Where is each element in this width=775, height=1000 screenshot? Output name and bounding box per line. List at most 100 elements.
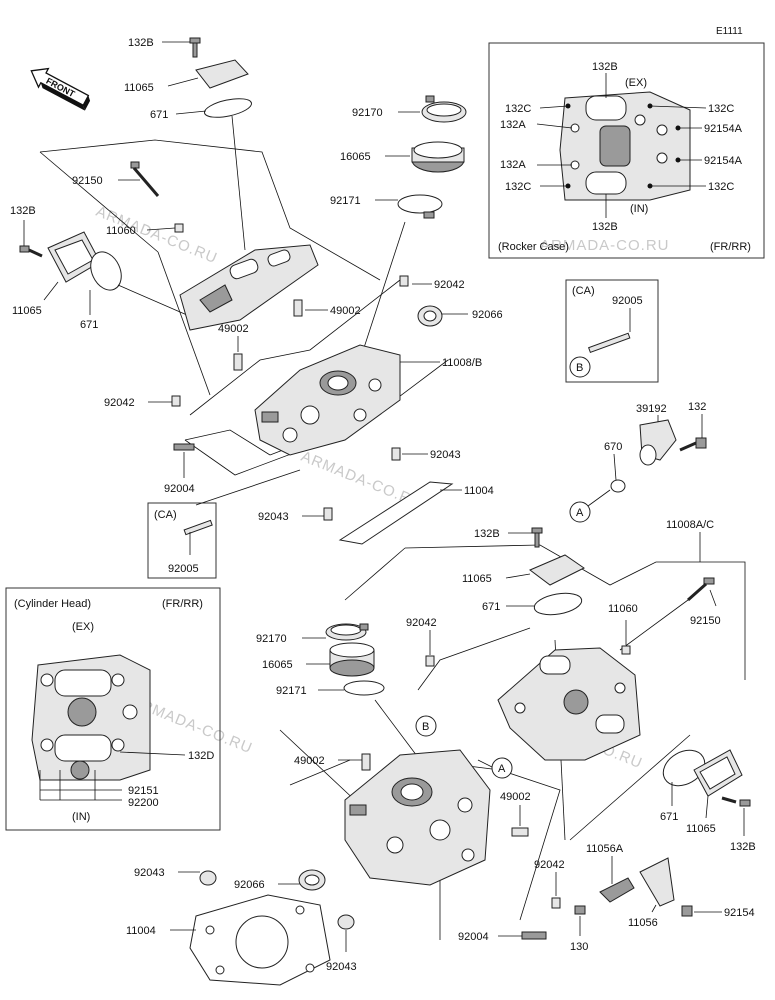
ref-B-circle-bottom — [415, 715, 437, 737]
label-49002-b: 49002 — [218, 323, 249, 335]
label-132B-br: 132B — [730, 841, 756, 853]
label-92066-bot: 92066 — [234, 879, 265, 891]
label-11060-r: 11060 — [608, 603, 638, 615]
label-92005-ca-top: 92005 — [612, 295, 643, 307]
label-92154A-rocker-2: 92154A — [704, 155, 743, 167]
label-130: 130 — [570, 941, 588, 953]
label-92043-top: 92043 — [430, 449, 461, 461]
label-132: 132 — [688, 401, 706, 413]
label-671-br: 671 — [660, 811, 678, 823]
ca-top-caption: (CA) — [572, 285, 595, 297]
label-132B-rocker-top: 132B — [592, 61, 618, 73]
rocker-case-in-label: (IN) — [630, 203, 648, 215]
cylinder-head-in-label: (IN) — [72, 811, 90, 823]
label-92150-top: 92150 — [72, 175, 103, 187]
gasket-11004-bottom — [189, 894, 331, 986]
cylinder-head-variant: (FR/RR) — [162, 598, 203, 610]
cylinder-head-bottom-drawing — [344, 749, 491, 886]
label-11004-bot: 11004 — [126, 925, 156, 937]
cylinder-head-ex-label: (EX) — [72, 621, 94, 633]
label-92170-bot: 92170 — [256, 633, 287, 645]
label-132B-mid: 132B — [474, 528, 500, 540]
label-92004-bot: 92004 — [458, 931, 489, 943]
diagram-code: E1111 — [716, 26, 743, 37]
ref-B-bottom: B — [422, 721, 429, 733]
label-132C-rocker-1: 132C — [505, 103, 531, 115]
label-132B-rocker-bottom: 132B — [592, 221, 618, 233]
label-132C-rocker-3: 132C — [505, 181, 531, 193]
cylinder-head-top-drawing — [254, 344, 401, 456]
label-92004-left: 92004 — [164, 483, 195, 495]
label-92151: 92151 — [128, 785, 159, 797]
label-11056A: 11056A — [586, 843, 624, 855]
label-16065-top: 16065 — [340, 151, 371, 163]
label-92042-br: 92042 — [534, 859, 565, 871]
label-11065-mid: 11065 — [462, 573, 492, 585]
label-132B-left: 132B — [10, 205, 36, 217]
label-11065-left: 11065 — [12, 305, 42, 317]
label-671-left: 671 — [80, 319, 98, 331]
label-49002-d: 49002 — [500, 791, 531, 803]
label-92170-top: 92170 — [352, 107, 383, 119]
label-671-mid: 671 — [482, 601, 500, 613]
label-92200: 92200 — [128, 797, 159, 809]
rocker-case-caption: (Rocker Case) — [498, 241, 569, 253]
label-132A-rocker-1: 132A — [500, 119, 526, 131]
label-11065-br: 11065 — [686, 823, 716, 835]
label-92150-r: 92150 — [690, 615, 721, 627]
right-middle-parts: 39192 132 670 A — [569, 401, 707, 523]
rocker-case-top-drawing — [179, 244, 319, 331]
ca-left-caption: (CA) — [154, 509, 177, 521]
label-92005-ca-left: 92005 — [168, 563, 199, 575]
front-arrow-icon: FRONT — [30, 67, 91, 111]
rocker-case-inset: (EX) (IN) (Rocker Case) (FR/RR) — [488, 42, 765, 259]
ca-inset-top: (CA) 92005 B — [565, 279, 659, 383]
label-49002-a: 49002 — [330, 305, 361, 317]
ca-inset-left: (CA) 92005 — [147, 469, 301, 579]
label-11065-top: 11065 — [124, 82, 154, 94]
label-132B-top: 132B — [128, 37, 154, 49]
bottom-assembly: 132B 11065 671 11008A/C 92150 11060 — [126, 519, 756, 986]
label-16065-bot: 16065 — [262, 659, 293, 671]
label-132C-rocker-2: 132C — [708, 103, 734, 115]
label-39192: 39192 — [636, 403, 667, 415]
label-92066-top: 92066 — [472, 309, 503, 321]
ref-B-top: B — [576, 362, 583, 374]
label-11008AC: 11008A/C — [666, 519, 714, 531]
label-132A-rocker-2: 132A — [500, 159, 526, 171]
label-11056: 11056 — [628, 917, 658, 929]
label-92042-left: 92042 — [104, 397, 135, 409]
cylinder-head-caption: (Cylinder Head) — [14, 598, 91, 610]
rocker-case-bottom-drawing — [497, 647, 641, 761]
watermark-3: ARMADA-CO.RU — [540, 237, 670, 254]
label-92043-bot: 92043 — [326, 961, 357, 973]
label-92171-top: 92171 — [330, 195, 361, 207]
ref-B-circle-top — [569, 356, 591, 378]
rocker-case-ex-label: (EX) — [625, 77, 647, 89]
cylinder-head-inset: (Cylinder Head) (FR/RR) (EX) (IN) 132D 9… — [5, 587, 221, 831]
rocker-case-drawing — [559, 91, 691, 201]
label-92043-bl: 92043 — [134, 867, 165, 879]
label-92043-mid: 92043 — [258, 511, 289, 523]
label-132C-rocker-4: 132C — [708, 181, 734, 193]
label-671-top: 671 — [150, 109, 168, 121]
label-92171-bot: 92171 — [276, 685, 307, 697]
ref-A-top: A — [576, 507, 584, 519]
top-assembly: 132B 11065 671 92150 11060 132B 11065 — [10, 37, 503, 545]
label-49002-c: 49002 — [294, 755, 325, 767]
label-92042-top: 92042 — [434, 279, 465, 291]
label-92154A-rocker-1: 92154A — [704, 123, 743, 135]
ref-A-circle-bottom — [491, 757, 513, 779]
rocker-case-variant: (FR/RR) — [710, 241, 751, 253]
label-11060-top: 11060 — [106, 225, 136, 237]
ref-A-bottom: A — [498, 763, 506, 775]
label-132D: 132D — [188, 750, 214, 762]
label-92154: 92154 — [724, 907, 755, 919]
label-670: 670 — [604, 441, 622, 453]
ref-A-circle-top — [569, 501, 591, 523]
label-11004-top: 11004 — [464, 485, 494, 497]
label-92042-mid: 92042 — [406, 617, 437, 629]
label-11008B: 11008/B — [442, 357, 482, 369]
cylinder-head-inset-drawing — [31, 654, 151, 781]
